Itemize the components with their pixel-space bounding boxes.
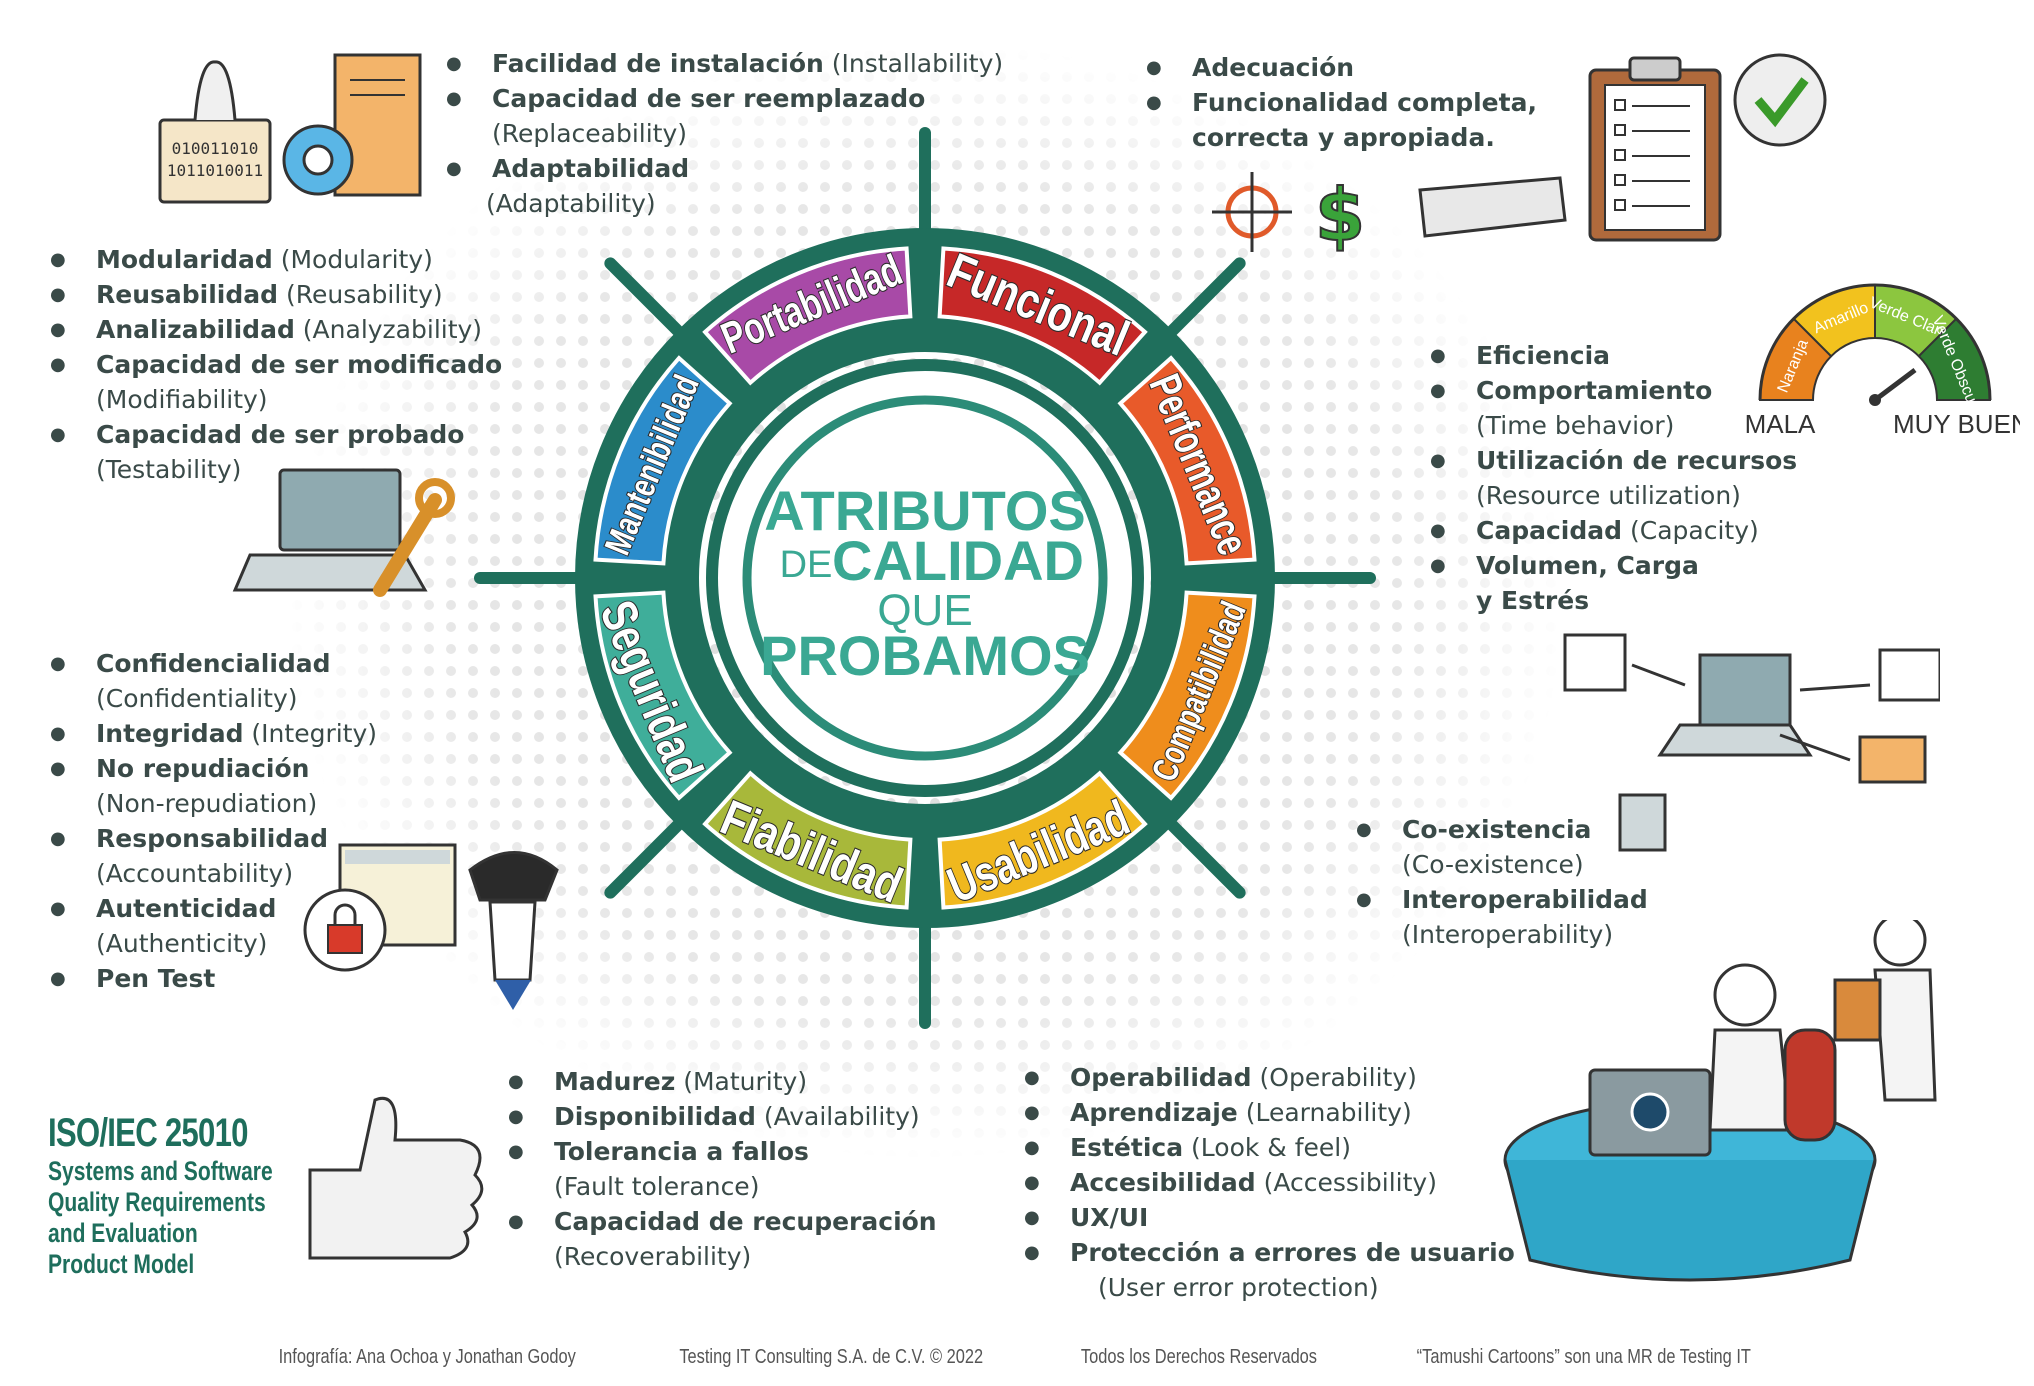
- segment-compatibilidad: [1117, 590, 1257, 801]
- list-item: Adaptabilidad(Adaptability): [446, 151, 1106, 221]
- wheel-spoke: [604, 812, 691, 899]
- portabilidad-list: Facilidad de instalación (Installability…: [446, 46, 1106, 221]
- list-item: Capacidad (Capacity): [1430, 513, 1850, 548]
- functional-icon: $: [1212, 53, 1827, 258]
- footer: Infografía: Ana Ochoa y Jonathan Godoy T…: [0, 1346, 2034, 1369]
- segment-portabilidad: [702, 246, 913, 386]
- segment-fiabilidad: [702, 770, 913, 910]
- center-title-probamos: PROBAMOS: [760, 624, 1090, 687]
- list-item: Modularidad (Modularity): [50, 242, 510, 277]
- list-item: Comportamiento(Time behavior): [1430, 373, 1850, 443]
- list-item: Madurez (Maturity): [508, 1064, 968, 1099]
- segment-seguridad: [593, 590, 733, 801]
- list-item: UX/UI: [1024, 1200, 1544, 1235]
- list-item: Adecuación: [1146, 50, 1566, 85]
- list-item: Co-existencia(Co-existence): [1356, 812, 1696, 882]
- compatibilidad-list: Co-existencia(Co-existence) Interoperabi…: [1356, 812, 1696, 952]
- list-item: Disponibilidad (Availability): [508, 1099, 968, 1134]
- mantenibilidad-list: Modularidad (Modularity) Reusabilidad (R…: [50, 242, 510, 487]
- footer-copyright: Testing IT Consulting S.A. de C.V. © 202…: [679, 1346, 984, 1368]
- footer-credits: Infografía: Ana Ochoa y Jonathan Godoy: [279, 1346, 577, 1368]
- list-item: Autenticidad(Authenticity): [50, 891, 410, 961]
- maintenance-laptop-icon: [232, 468, 455, 597]
- list-item: Capacidad de ser modificado(Modifiabilit…: [50, 347, 510, 417]
- list-item: Facilidad de instalación (Installability…: [446, 46, 1106, 81]
- list-item: Capacidad de ser probado(Testability): [50, 417, 510, 487]
- center-circle: ATRIBUTOS DE CALIDAD QUE PROBAMOS: [706, 359, 1144, 797]
- iso-subtitle: Systems and Software Quality Requirement…: [48, 1156, 273, 1279]
- list-item: Responsabilidad(Accountability): [50, 821, 410, 891]
- thumbs-up-icon: [308, 1097, 484, 1260]
- wheel-segments: PortabilidadFuncionalPerformanceCompatib…: [575, 228, 1275, 928]
- list-item: Protección a errores de usuario(User err…: [1024, 1235, 1544, 1305]
- footer-rights: Todos los Derechos Reservados: [1080, 1346, 1317, 1368]
- list-item: Volumen, Carga y Estrés: [1430, 548, 1706, 618]
- installation-icon: 010011010 1011010011: [158, 53, 422, 204]
- security-icon: [303, 843, 559, 1010]
- segment-mantenibilidad: [593, 355, 733, 566]
- performance-list: Eficiencia Comportamiento(Time behavior)…: [1430, 338, 1850, 618]
- wheel-spoke: [1159, 812, 1246, 899]
- list-item: Estética (Look & feel): [1024, 1130, 1544, 1165]
- usability-test-scene: [1503, 920, 1937, 1282]
- list-item: Integridad (Integrity): [50, 716, 410, 751]
- iso-standard-block: ISO/IEC 25010 Systems and Software Quali…: [48, 1110, 278, 1280]
- svg-text:010011010: 010011010: [172, 139, 259, 158]
- list-item: Operabilidad (Operability): [1024, 1060, 1544, 1095]
- wheel-spoke: [604, 257, 691, 344]
- list-item: Reusabilidad (Reusability): [50, 277, 510, 312]
- center-title-de: DE: [780, 544, 833, 586]
- segment-usabilidad: [937, 770, 1148, 910]
- compatibility-icon: [1563, 633, 1940, 852]
- list-item: Eficiencia: [1430, 338, 1850, 373]
- gauge-left-label: MALA: [1745, 409, 1816, 439]
- fiabilidad-list: Madurez (Maturity) Disponibilidad (Avail…: [508, 1064, 968, 1274]
- segment-funcional: [937, 246, 1148, 386]
- wheel-spoke: [1159, 257, 1246, 344]
- center-title-que: QUE: [877, 586, 972, 635]
- center-title-calidad: CALIDAD: [832, 529, 1084, 592]
- list-item: Confidencialidad(Confidentiality): [50, 646, 410, 716]
- list-item: Interoperabilidad(Interoperability): [1356, 882, 1696, 952]
- svg-text:1011010011: 1011010011: [167, 161, 263, 180]
- wheel-spokes: [474, 127, 1376, 1029]
- funcional-list: Adecuación Funcionalidad completa, corre…: [1146, 50, 1566, 155]
- gauge-right-label: MUY BUENA: [1893, 409, 2020, 439]
- list-item: Aprendizaje (Learnability): [1024, 1095, 1544, 1130]
- center-title-line1: ATRIBUTOS: [764, 479, 1085, 542]
- list-item: Tolerancia a fallos(Fault tolerance): [508, 1134, 968, 1204]
- list-item: Capacidad de ser reemplazado (Replaceabi…: [446, 81, 1106, 151]
- seguridad-list: Confidencialidad(Confidentiality) Integr…: [50, 646, 410, 996]
- wheel-ring: [575, 228, 1275, 928]
- list-item: No repudiación(Non-repudiation): [50, 751, 410, 821]
- list-item: Capacidad de recuperación(Recoverability…: [508, 1204, 968, 1274]
- footer-trademark: “Tamushi Cartoons” son una MR de Testing…: [1416, 1346, 1751, 1368]
- usabilidad-list: Operabilidad (Operability) Aprendizaje (…: [1024, 1060, 1544, 1305]
- list-item: Accesibilidad (Accessibility): [1024, 1165, 1544, 1200]
- iso-title: ISO/IEC 25010: [48, 1111, 248, 1155]
- list-item: Analizabilidad (Analyzability): [50, 312, 510, 347]
- svg-text:$: $: [1315, 173, 1365, 257]
- list-item: Pen Test: [50, 961, 410, 996]
- list-item: Utilización de recursos(Resource utiliza…: [1430, 443, 1850, 513]
- list-item: Funcionalidad completa, correcta y aprop…: [1146, 85, 1566, 155]
- segment-performance: [1117, 355, 1257, 566]
